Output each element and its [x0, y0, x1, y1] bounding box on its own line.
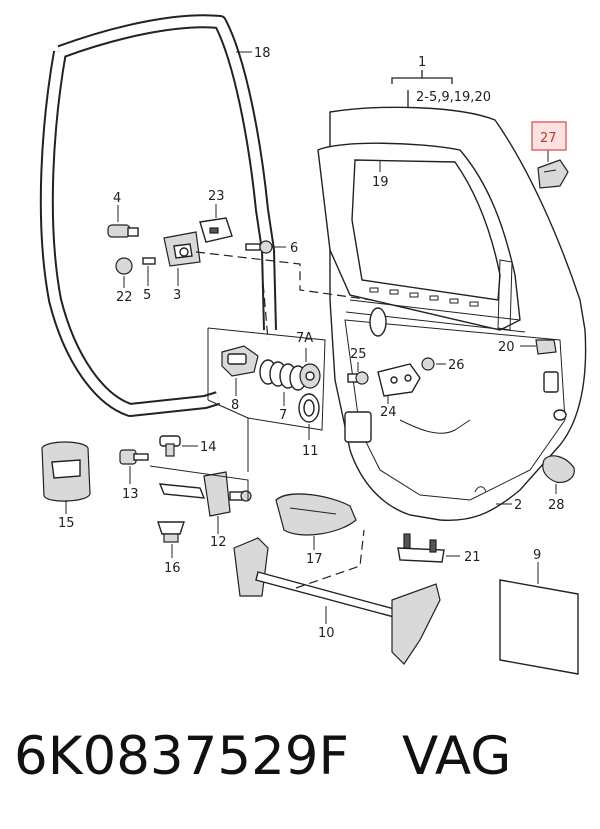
callout-1: 1	[418, 55, 426, 70]
part-16-clip	[157, 521, 185, 543]
callout-1-sub: 2-5,9,19,20	[416, 90, 491, 105]
callout-labels: 1 2-5,9,19,20 2 3 4 5 6 7 7A 8 9 10 11 1…	[58, 46, 565, 641]
part-27-clip	[537, 159, 569, 189]
callout-27: 27	[540, 131, 557, 146]
part-21-clip	[397, 533, 445, 563]
callout-7A: 7A	[296, 331, 313, 346]
callout-18: 18	[254, 46, 271, 61]
part-25-bolt	[347, 371, 369, 385]
door-holes	[369, 287, 479, 307]
callout-8: 8	[231, 398, 239, 413]
part-14-stud	[159, 435, 181, 457]
part-28-stopper	[542, 455, 575, 483]
callout-10: 10	[318, 626, 335, 641]
callout-11: 11	[302, 444, 319, 459]
callout-5: 5	[143, 288, 151, 303]
part-number: 6K0837529F	[14, 726, 350, 787]
callout-6: 6	[290, 241, 298, 256]
callout-14: 14	[200, 440, 217, 455]
highlight-box-27	[531, 121, 567, 151]
callout-7: 7	[279, 408, 287, 423]
callout-26: 26	[448, 358, 465, 373]
part-23-bracket	[199, 217, 233, 243]
part-11-ring	[298, 393, 320, 423]
callout-24: 24	[380, 405, 397, 420]
part-8-housing	[221, 345, 259, 377]
callout-20: 20	[498, 340, 515, 355]
part-5-pin	[142, 257, 156, 265]
part-20-bracket	[535, 339, 557, 355]
part-24-striker	[377, 363, 421, 397]
callout-16: 16	[164, 561, 181, 576]
callout-9: 9	[533, 548, 541, 563]
door-shell	[317, 106, 587, 522]
part-18-door-seal	[39, 14, 277, 417]
callout-21: 21	[464, 550, 481, 565]
part-15-cover	[41, 441, 91, 502]
part-7-cylinder	[259, 359, 307, 391]
callout-19: 19	[372, 175, 389, 190]
footer: 6K0837529F VAG	[14, 726, 586, 806]
part-3-hinge	[163, 231, 201, 267]
part-6-screw	[245, 240, 273, 254]
part-22-cap	[115, 257, 133, 275]
callout-22: 22	[116, 290, 133, 305]
callout-3: 3	[173, 288, 181, 303]
part-7A-cap	[299, 363, 321, 389]
part-10-regulator	[233, 537, 441, 665]
part-26-nut	[421, 357, 435, 371]
callout-23: 23	[208, 189, 225, 204]
part-4-bolt	[107, 224, 139, 238]
brand-name: VAG	[402, 726, 512, 787]
callout-2: 2	[514, 498, 522, 513]
part-17-insulation	[275, 493, 357, 536]
part-9-label	[499, 579, 579, 675]
part-12-check-strap	[158, 471, 252, 517]
callout-15: 15	[58, 516, 75, 531]
part-13-bolt	[119, 449, 149, 465]
callout-12: 12	[210, 535, 227, 550]
callout-4: 4	[113, 191, 121, 206]
callout-28: 28	[548, 498, 565, 513]
callout-17: 17	[306, 552, 323, 567]
exploded-parts-diagram: 1 2-5,9,19,20 2 3 4 5 6 7 7A 8 9 10 11 1…	[39, 14, 587, 675]
callout-25: 25	[350, 347, 367, 362]
callout-13: 13	[122, 487, 139, 502]
